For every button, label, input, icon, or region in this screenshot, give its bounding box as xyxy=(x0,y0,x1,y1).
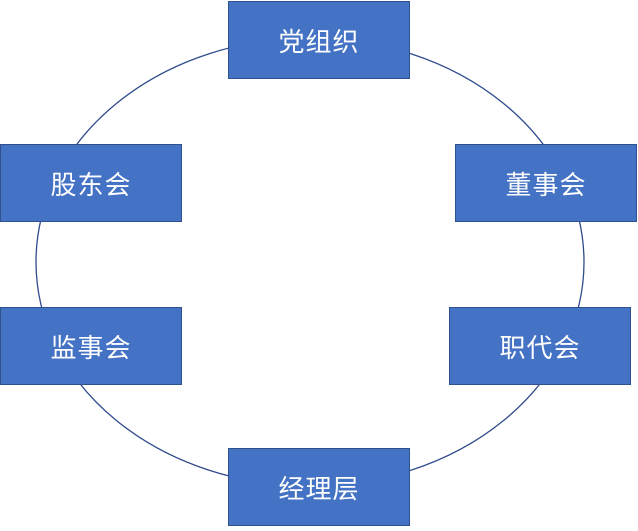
node-party-organization-label: 党组织 xyxy=(278,27,360,58)
node-supervisory-board-label: 监事会 xyxy=(50,333,132,364)
node-workers-congress: 职代会 xyxy=(449,307,631,385)
cycle-ring xyxy=(35,37,585,487)
node-shareholders-meeting-label: 股东会 xyxy=(50,170,132,201)
node-management-team: 经理层 xyxy=(228,448,410,526)
node-board-of-directors: 董事会 xyxy=(455,144,637,222)
node-management-team-label: 经理层 xyxy=(278,474,360,505)
node-workers-congress-label: 职代会 xyxy=(499,333,581,364)
node-board-of-directors-label: 董事会 xyxy=(505,170,587,201)
node-supervisory-board: 监事会 xyxy=(0,307,182,385)
node-party-organization: 党组织 xyxy=(228,1,410,79)
node-shareholders-meeting: 股东会 xyxy=(0,144,182,222)
